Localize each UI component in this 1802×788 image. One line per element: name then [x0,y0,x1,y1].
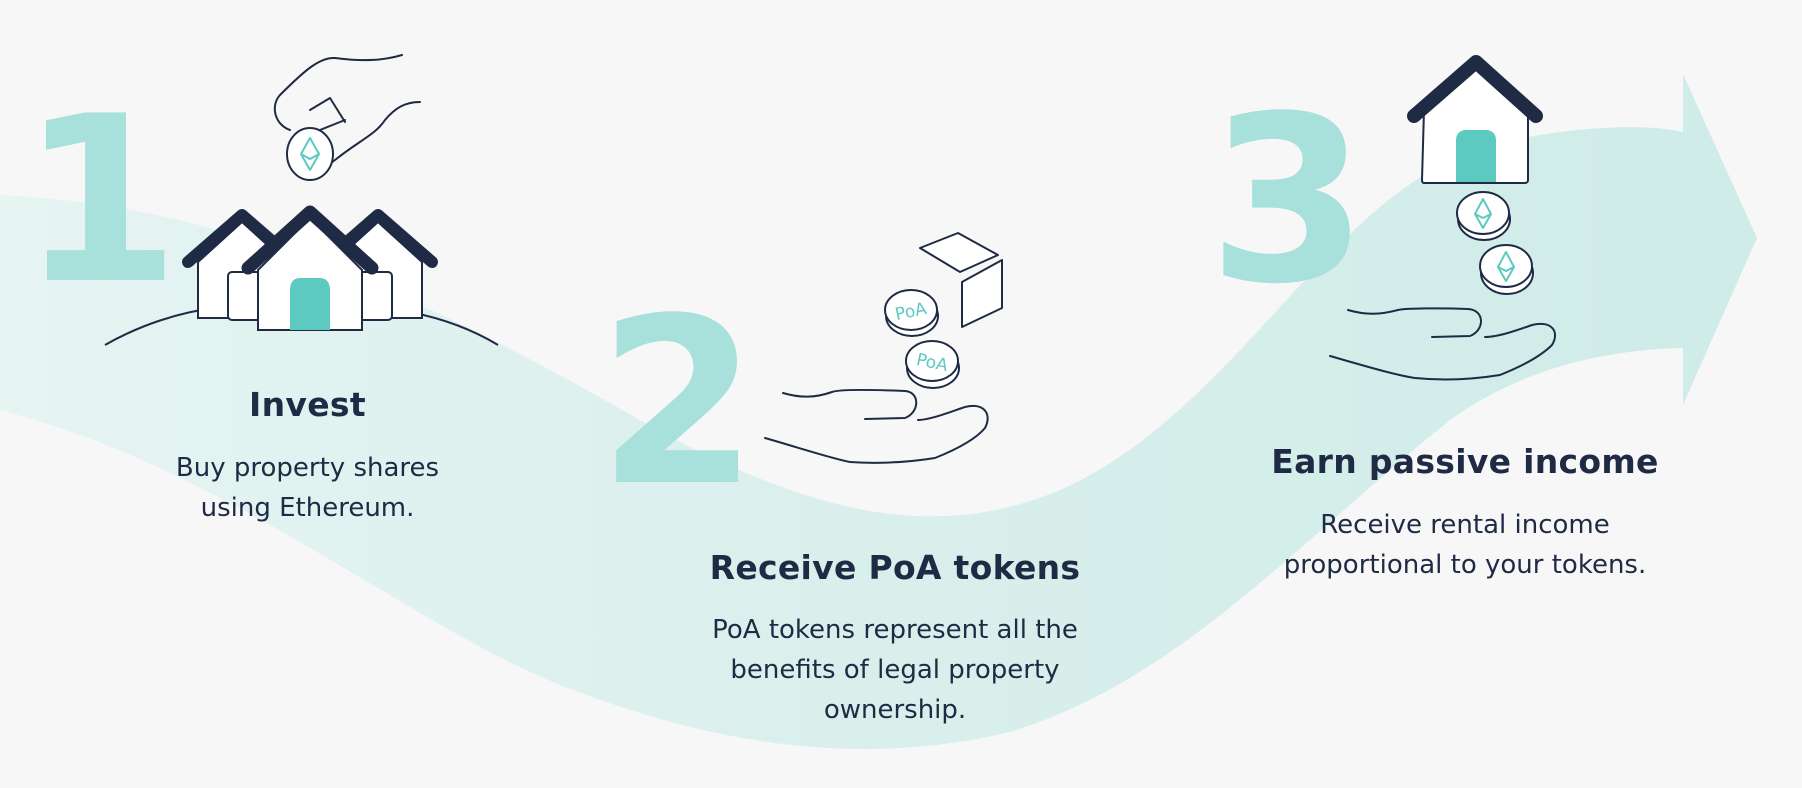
open-hand-icon [1329,307,1557,381]
description-line: PoA tokens represent all the [712,615,1078,645]
step-description-invest: Buy property shares using Ethereum. [150,448,465,528]
step-number-2: 2 [598,270,758,537]
description-line: using Ethereum. [200,493,415,523]
step-number-3: 3 [1208,68,1368,335]
poa-token-coin-icon: PoA [884,289,939,337]
description-line: ownership. [823,695,967,725]
houses-icon [104,205,499,346]
ether-coin-icon [1479,244,1534,295]
poa-token-coin-icon: PoA [905,340,960,389]
step-title-earn-income: Earn passive income [1271,442,1659,481]
step-description-receive-tokens: PoA tokens represent all the benefits of… [690,610,1100,730]
home-icon [1407,55,1543,184]
description-line: Buy property shares [175,453,440,483]
ether-coin-icon [1456,191,1511,241]
token-cube-icon [919,232,1003,328]
step-title-receive-tokens: Receive PoA tokens [709,548,1081,587]
flow-arrow-shape [0,74,1757,750]
step-description-earn-income: Receive rental income proportional to yo… [1260,505,1670,585]
step-title-invest: Invest [249,385,366,424]
description-line: benefits of legal property [730,655,1060,685]
open-hand-icon [764,389,989,464]
ether-coin-icon [286,127,334,181]
description-line: Receive rental income [1320,510,1610,540]
description-line: proportional to your tokens. [1283,550,1647,580]
step-number-1: 1 [20,68,180,335]
